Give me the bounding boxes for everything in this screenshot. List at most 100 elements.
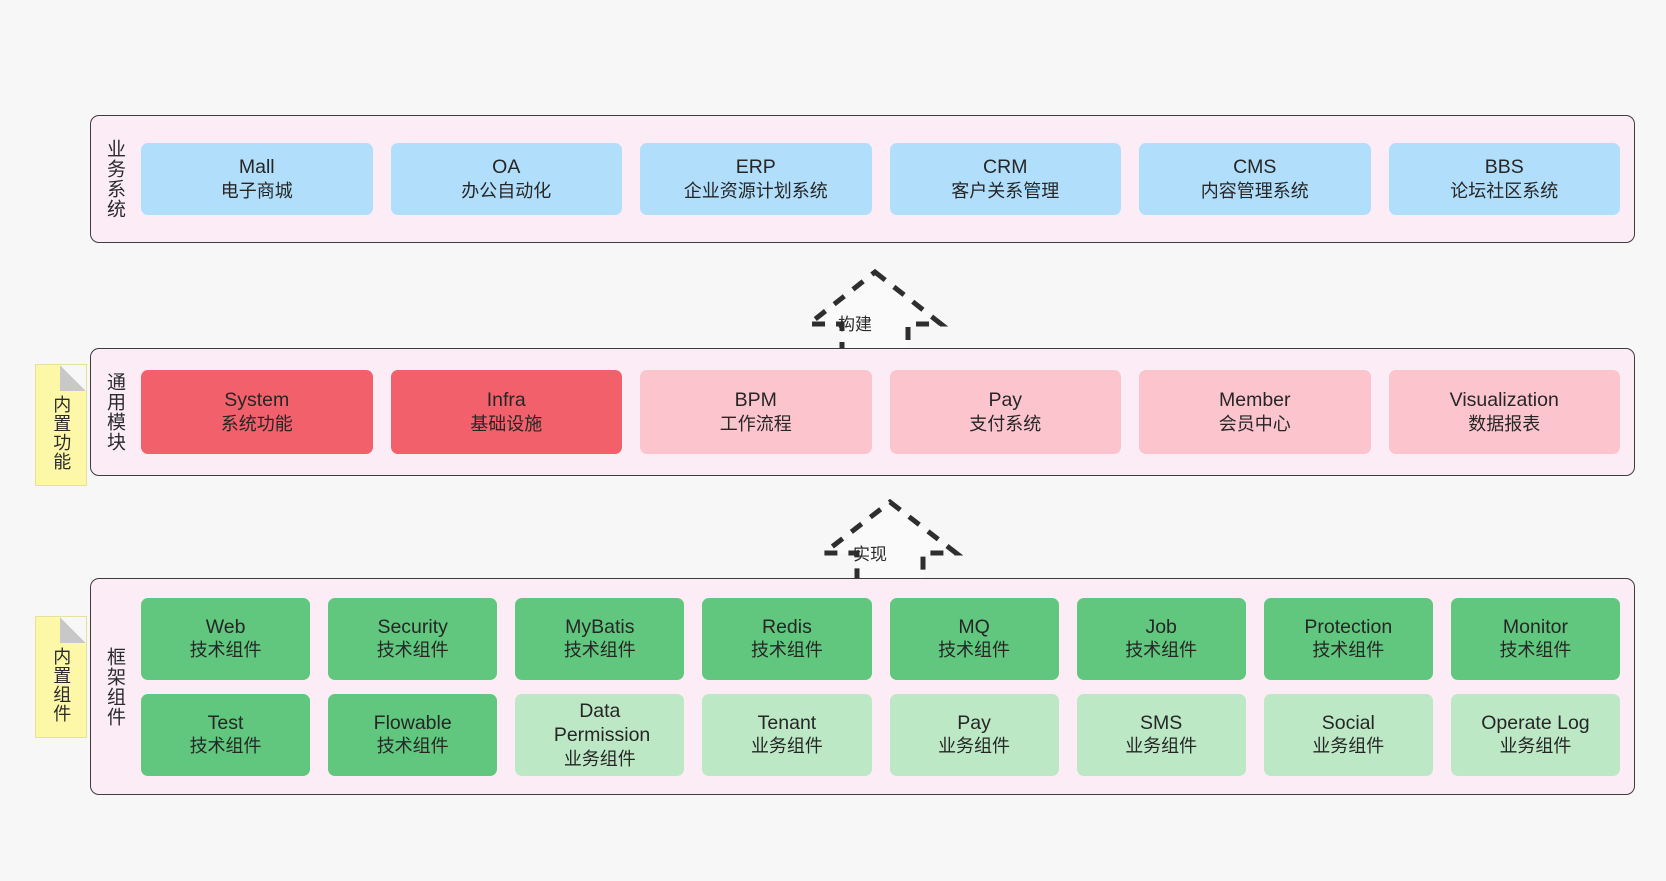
- card-bpm-en: BPM: [734, 389, 777, 412]
- card-web-cn: 技术组件: [189, 640, 262, 661]
- card-operate-log[interactable]: Operate Log 业务组件: [1450, 693, 1620, 776]
- layer-business: 业务系统 Mall 电子商城 OA 办公自动化 ERP 企业资源计划系统 CRM…: [90, 115, 1635, 243]
- card-infra[interactable]: Infra 基础设施: [390, 370, 622, 454]
- card-member-en: Member: [1218, 389, 1291, 412]
- card-bbs-cn: 论坛社区系统: [1450, 180, 1559, 201]
- note-builtin-component: 内置组件: [35, 616, 87, 738]
- card-bpm-cn: 工作流程: [719, 413, 792, 434]
- card-flowable-en: Flowable: [373, 711, 452, 734]
- card-bpm[interactable]: BPM 工作流程: [640, 370, 872, 454]
- connector-build: 构建: [800, 268, 950, 359]
- card-member-cn: 会员中心: [1218, 413, 1291, 434]
- card-oa[interactable]: OA 办公自动化: [390, 143, 622, 215]
- card-erp-cn: 企业资源计划系统: [683, 180, 828, 201]
- card-job[interactable]: Job 技术组件: [1076, 597, 1246, 680]
- layer-business-body: Mall 电子商城 OA 办公自动化 ERP 企业资源计划系统 CRM 客户关系…: [137, 116, 1634, 242]
- card-protection-cn: 技术组件: [1312, 640, 1385, 661]
- card-operate-log-en: Operate Log: [1481, 711, 1590, 734]
- card-visualization[interactable]: Visualization 数据报表: [1388, 370, 1620, 454]
- card-pay-module-cn: 支付系统: [969, 413, 1042, 434]
- layer-common-title: 通用模块: [104, 372, 126, 452]
- card-mall-cn: 电子商城: [220, 180, 293, 201]
- card-erp-en: ERP: [735, 156, 776, 179]
- card-job-en: Job: [1145, 615, 1177, 638]
- card-web[interactable]: Web 技术组件: [141, 597, 311, 680]
- card-bbs-en: BBS: [1484, 156, 1524, 179]
- card-oa-cn: 办公自动化: [461, 180, 552, 201]
- note-builtin-function: 内置功能: [35, 364, 87, 486]
- layer-business-row: Mall 电子商城 OA 办公自动化 ERP 企业资源计划系统 CRM 客户关系…: [141, 143, 1620, 215]
- note-builtin-function-text: 内置功能: [51, 395, 72, 471]
- card-security-cn: 技术组件: [376, 640, 449, 661]
- card-system[interactable]: System 系统功能: [141, 370, 373, 454]
- card-monitor[interactable]: Monitor 技术组件: [1450, 597, 1620, 680]
- card-protection-en: Protection: [1304, 615, 1393, 638]
- connector-build-arrow-icon: [801, 268, 949, 359]
- card-sms-en: SMS: [1140, 711, 1183, 734]
- card-redis-en: Redis: [762, 615, 812, 638]
- card-job-cn: 技术组件: [1125, 640, 1198, 661]
- card-cms[interactable]: CMS 内容管理系统: [1139, 143, 1371, 215]
- card-tenant[interactable]: Tenant 业务组件: [702, 693, 872, 776]
- card-cms-cn: 内容管理系统: [1200, 180, 1309, 201]
- card-social-en: Social: [1321, 711, 1375, 734]
- card-mybatis-en: MyBatis: [565, 615, 635, 638]
- card-test-cn: 技术组件: [189, 736, 262, 757]
- layer-framework: 框架组件 Web 技术组件 Security 技术组件 MyBatis 技术组件…: [90, 578, 1635, 795]
- card-mybatis-cn: 技术组件: [563, 640, 636, 661]
- card-sms[interactable]: SMS 业务组件: [1076, 693, 1246, 776]
- card-web-en: Web: [205, 615, 246, 638]
- card-redis-cn: 技术组件: [750, 640, 823, 661]
- card-visualization-cn: 数据报表: [1468, 413, 1541, 434]
- card-data-permission[interactable]: Data Permission 业务组件: [515, 693, 685, 776]
- card-tenant-cn: 业务组件: [750, 736, 823, 757]
- connector-implement: 实现: [815, 498, 965, 587]
- card-flowable-cn: 技术组件: [376, 736, 449, 757]
- card-mq-en: MQ: [958, 615, 990, 638]
- card-monitor-cn: 技术组件: [1499, 640, 1572, 661]
- card-sms-cn: 业务组件: [1125, 736, 1198, 757]
- card-mq-cn: 技术组件: [938, 640, 1011, 661]
- card-pay-component[interactable]: Pay 业务组件: [889, 693, 1059, 776]
- card-pay-component-en: Pay: [957, 711, 991, 734]
- card-social[interactable]: Social 业务组件: [1263, 693, 1433, 776]
- card-mq[interactable]: MQ 技术组件: [889, 597, 1059, 680]
- layer-common: 通用模块 System 系统功能 Infra 基础设施 BPM 工作流程 Pay…: [90, 348, 1635, 476]
- card-operate-log-cn: 业务组件: [1499, 736, 1572, 757]
- card-crm-en: CRM: [983, 156, 1028, 179]
- card-erp[interactable]: ERP 企业资源计划系统: [640, 143, 872, 215]
- card-redis[interactable]: Redis 技术组件: [702, 597, 872, 680]
- card-monitor-en: Monitor: [1502, 615, 1568, 638]
- layer-business-title: 业务系统: [104, 139, 126, 219]
- card-system-en: System: [224, 389, 290, 412]
- card-infra-en: Infra: [486, 389, 526, 412]
- card-security[interactable]: Security 技术组件: [328, 597, 498, 680]
- card-security-en: Security: [377, 615, 448, 638]
- card-member[interactable]: Member 会员中心: [1139, 370, 1371, 454]
- card-test-en: Test: [207, 711, 244, 734]
- layer-framework-title: 框架组件: [104, 646, 126, 727]
- card-flowable[interactable]: Flowable 技术组件: [328, 693, 498, 776]
- card-cms-en: CMS: [1233, 156, 1277, 179]
- card-test[interactable]: Test 技术组件: [141, 693, 311, 776]
- note-builtin-component-text: 内置组件: [51, 647, 72, 723]
- card-data-permission-cn: 业务组件: [563, 748, 636, 769]
- layer-framework-row-2: Test 技术组件 Flowable 技术组件 Data Permission …: [141, 693, 1620, 776]
- layer-common-body: System 系统功能 Infra 基础设施 BPM 工作流程 Pay 支付系统…: [137, 349, 1634, 475]
- layer-framework-row-1: Web 技术组件 Security 技术组件 MyBatis 技术组件 Redi…: [141, 597, 1620, 680]
- layer-common-row: System 系统功能 Infra 基础设施 BPM 工作流程 Pay 支付系统…: [141, 370, 1620, 454]
- card-crm[interactable]: CRM 客户关系管理: [889, 143, 1121, 215]
- layer-framework-body: Web 技术组件 Security 技术组件 MyBatis 技术组件 Redi…: [137, 579, 1634, 794]
- card-oa-en: OA: [492, 156, 521, 179]
- card-mybatis[interactable]: MyBatis 技术组件: [515, 597, 685, 680]
- card-pay-module[interactable]: Pay 支付系统: [889, 370, 1121, 454]
- card-mall[interactable]: Mall 电子商城: [141, 143, 373, 215]
- card-bbs[interactable]: BBS 论坛社区系统: [1388, 143, 1620, 215]
- connector-implement-arrow-icon: [816, 498, 964, 587]
- card-pay-module-en: Pay: [988, 389, 1023, 412]
- card-crm-cn: 客户关系管理: [951, 180, 1060, 201]
- card-infra-cn: 基础设施: [470, 413, 543, 434]
- card-protection[interactable]: Protection 技术组件: [1263, 597, 1433, 680]
- card-data-permission-en: Data Permission: [553, 699, 651, 747]
